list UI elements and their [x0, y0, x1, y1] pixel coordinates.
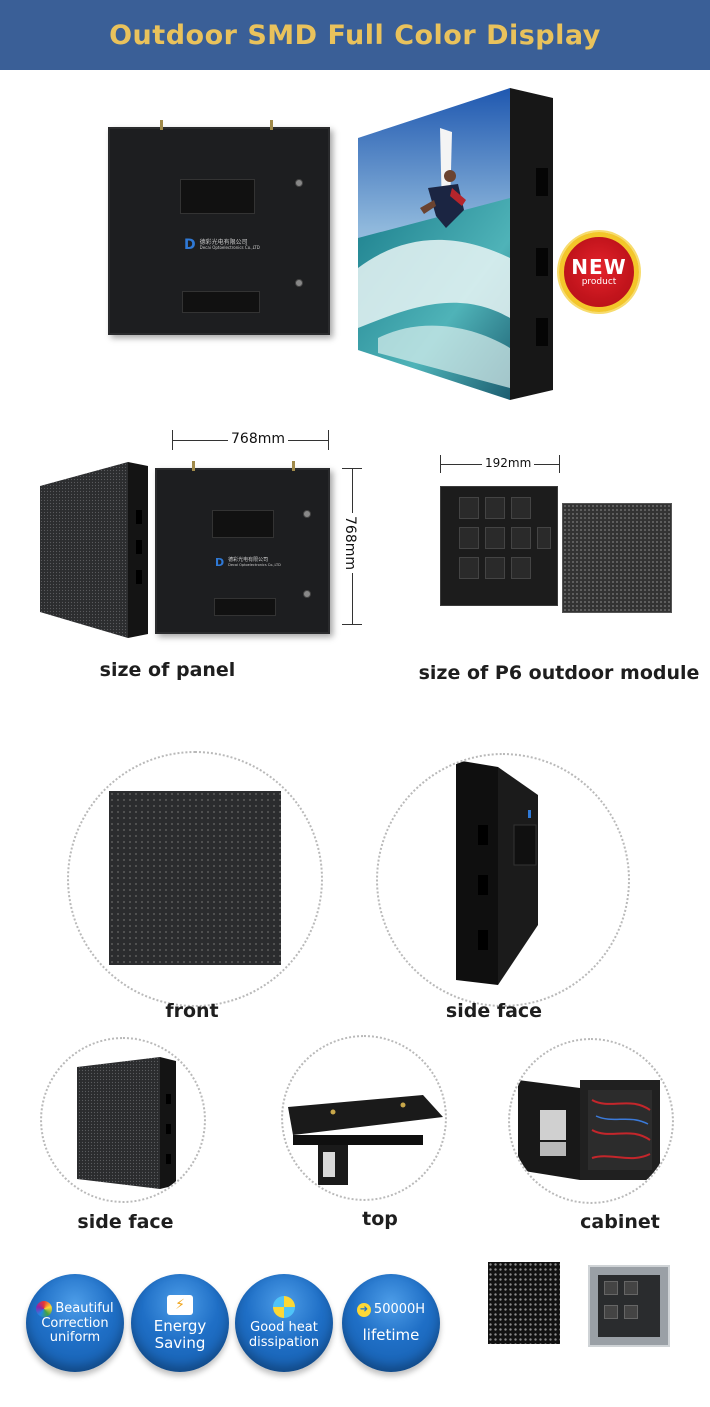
company-logo: D 德彩光电有限公司 Decai Optoelectronics Co.,LTD: [184, 237, 260, 253]
panel-size-caption: size of panel: [99, 659, 236, 681]
cabinet-circle: [508, 1038, 674, 1204]
page-header: Outdoor SMD Full Color Display: [0, 0, 710, 70]
company-name-en: Decai Optoelectronics Co.,LTD: [199, 245, 260, 251]
module-size-caption: size of P6 outdoor module: [418, 662, 700, 684]
panel-side-view: [40, 460, 148, 640]
feature-lifetime-line-1: 50000H: [373, 1301, 426, 1317]
lock-knob: [295, 279, 303, 287]
feature-energy: ⚡ Energy Saving: [131, 1274, 229, 1372]
side-face-caption-2: side face: [77, 1211, 174, 1233]
top-caption: top: [362, 1208, 398, 1230]
module-back-view: [440, 486, 558, 606]
arrow-icon: ➜: [356, 1302, 371, 1317]
front-view-circle: [67, 751, 323, 1007]
panel-width-text: 768mm: [228, 431, 288, 447]
panel-back-view: D 德彩光电有限公司 Decai Optoelectronics Co.,LTD: [155, 461, 330, 634]
fan-icon: [273, 1296, 295, 1319]
top-handle: [180, 179, 255, 214]
feature-lifetime: ➜ 50000H lifetime: [342, 1274, 440, 1372]
feature-correction-line-3: uniform: [49, 1330, 101, 1345]
top-view-circle: [281, 1035, 447, 1201]
feature-correction-line-1: Beautiful: [55, 1300, 114, 1316]
module-front-thumbnail: [488, 1262, 560, 1344]
page-title: Outdoor SMD Full Color Display: [109, 19, 601, 51]
side-face-circle-2: [40, 1037, 206, 1203]
front-caption: front: [165, 1000, 219, 1022]
feature-correction: Beautiful Correction uniform: [26, 1274, 124, 1372]
panel-height-text: 768mm: [342, 513, 358, 573]
logo-icon: D: [184, 237, 196, 253]
feature-lifetime-line-2: lifetime: [362, 1325, 420, 1344]
feature-correction-line-2: Correction: [41, 1315, 109, 1331]
side-face-circle-1: [376, 753, 630, 1007]
surfing-screen-illustration: [358, 88, 553, 400]
new-product-badge: NEW product: [559, 232, 639, 312]
module-width-text: 192mm: [482, 456, 535, 470]
cabinet-front-image: [358, 88, 553, 400]
feature-heat-line-2: dissipation: [248, 1334, 320, 1350]
feature-heat-line-1: Good heat: [250, 1320, 318, 1336]
bottom-handle: [182, 291, 260, 313]
module-back-thumbnail: [588, 1265, 670, 1347]
feature-energy-line-1: Energy: [153, 1317, 207, 1335]
badge-new-text: NEW: [571, 254, 627, 279]
color-wheel-icon: [36, 1300, 53, 1317]
cabinet-back-image: D 德彩光电有限公司 Decai Optoelectronics Co.,LTD: [108, 120, 330, 335]
lifting-pin: [160, 120, 163, 130]
lifting-pin: [270, 120, 273, 130]
front-led-face: [109, 791, 281, 965]
logo-icon: D: [215, 556, 225, 569]
company-logo: D 德彩光电有限公司 Decai Optoelectronics Co.,LTD: [215, 556, 281, 569]
lightning-icon: ⚡: [167, 1295, 193, 1315]
cabinet-caption: cabinet: [580, 1211, 660, 1233]
feature-energy-line-2: Saving: [154, 1333, 206, 1352]
side-face-caption-1: side face: [445, 1000, 543, 1022]
module-front-view: [562, 503, 672, 613]
feature-heat: Good heat dissipation: [235, 1274, 333, 1372]
badge-product-text: product: [581, 276, 617, 287]
company-name-cn: 德彩光电有限公司: [199, 239, 248, 246]
lock-knob: [295, 179, 303, 187]
